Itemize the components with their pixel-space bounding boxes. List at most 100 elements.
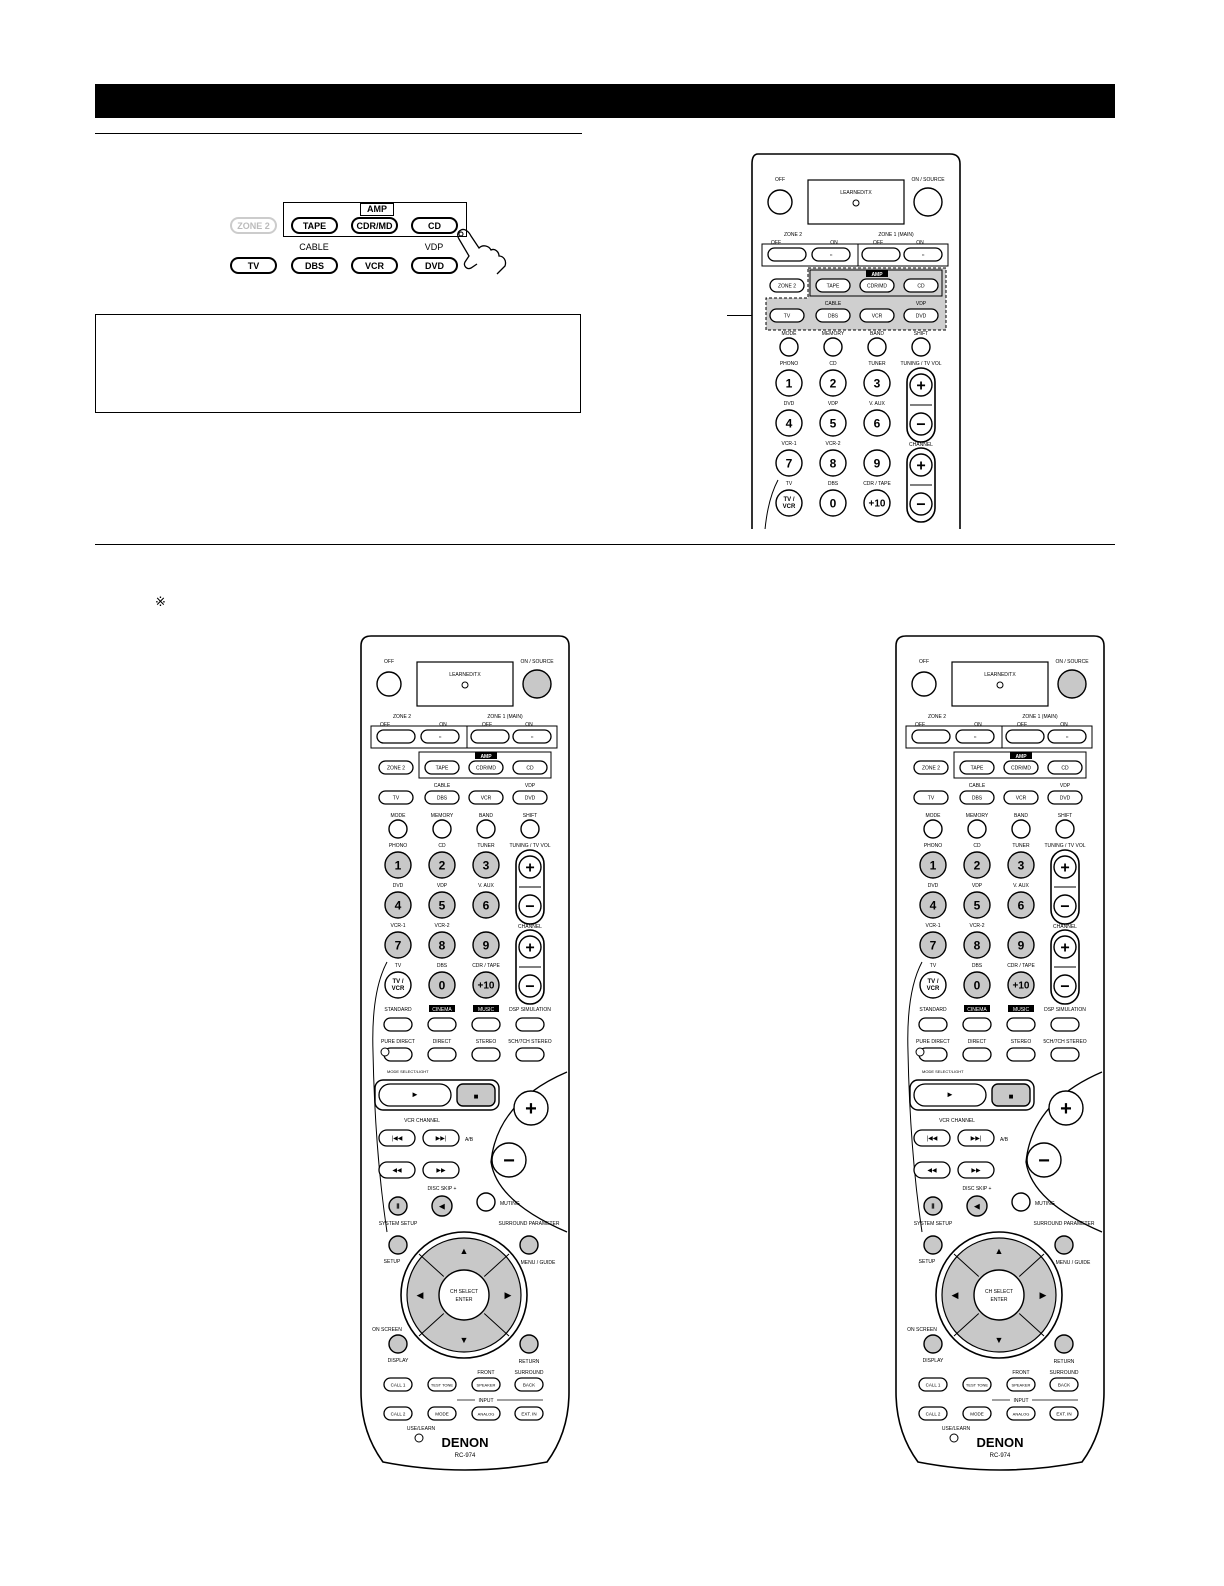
volume-down-button[interactable] (1026, 1142, 1062, 1178)
digit-6-button[interactable] (863, 409, 891, 437)
tuning-plus-button[interactable] (909, 373, 933, 397)
speaker-button[interactable] (1006, 1377, 1036, 1392)
mode-row-button-1[interactable] (967, 819, 987, 839)
cdrmd-select-button[interactable] (1003, 760, 1039, 775)
call1-button[interactable] (383, 1377, 413, 1392)
digit-2-button[interactable] (963, 851, 991, 879)
stop-button[interactable] (456, 1083, 496, 1107)
zone1-off-button[interactable] (861, 247, 901, 262)
on-screen-button[interactable] (923, 1334, 943, 1354)
tape-select-button[interactable] (424, 760, 460, 775)
digit-5-button[interactable] (428, 891, 456, 919)
surround-mode-button-0[interactable] (383, 1017, 413, 1032)
digit-6-button[interactable] (1007, 891, 1035, 919)
digit-2-button[interactable] (819, 369, 847, 397)
digit-1-button[interactable] (919, 851, 947, 879)
dvd-button[interactable]: DVD (411, 257, 458, 274)
play-button[interactable] (913, 1083, 987, 1107)
dbs-select-button[interactable] (424, 790, 460, 805)
zone2-on-button[interactable] (811, 247, 851, 262)
call2-button[interactable] (918, 1406, 948, 1421)
mode-row-button-2[interactable] (476, 819, 496, 839)
muting-button[interactable] (476, 1192, 496, 1212)
stop-button[interactable] (991, 1083, 1031, 1107)
cd-select-button[interactable] (1047, 760, 1083, 775)
next-track-button[interactable] (957, 1129, 995, 1147)
analog-button[interactable] (471, 1406, 501, 1421)
digit-3-button[interactable] (863, 369, 891, 397)
surround-mode2-button-1[interactable] (427, 1047, 457, 1062)
zone2-off-button[interactable] (767, 247, 807, 262)
on-source-button[interactable] (522, 669, 552, 699)
surround-mode2-button-2[interactable] (471, 1047, 501, 1062)
analog-button[interactable] (1006, 1406, 1036, 1421)
call2-button[interactable] (383, 1406, 413, 1421)
surround-mode-button-2[interactable] (1006, 1017, 1036, 1032)
mode-row-button-3[interactable] (520, 819, 540, 839)
digit-2-button[interactable] (428, 851, 456, 879)
tape-select-button[interactable] (815, 278, 851, 293)
digit-1-button[interactable] (384, 851, 412, 879)
mode-row-button-3[interactable] (1055, 819, 1075, 839)
zone1-on-button[interactable] (1047, 729, 1087, 744)
ext-in-button[interactable] (1049, 1406, 1079, 1421)
tvvcr-button[interactable] (919, 971, 947, 999)
mode-bottom-button[interactable] (427, 1406, 457, 1421)
vcr-button[interactable]: VCR (351, 257, 398, 274)
digit-9-button[interactable] (472, 931, 500, 959)
mode-row-button-0[interactable] (779, 337, 799, 357)
surround-param-button[interactable] (1054, 1235, 1074, 1255)
zero-button[interactable] (963, 971, 991, 999)
cd-select-button[interactable] (512, 760, 548, 775)
surround-mode-button-2[interactable] (471, 1017, 501, 1032)
tuning-minus-button[interactable] (1053, 894, 1077, 918)
pause-button[interactable] (923, 1196, 943, 1216)
forward-button[interactable] (422, 1161, 460, 1179)
plus10-button[interactable] (472, 971, 500, 999)
digit-4-button[interactable] (919, 891, 947, 919)
surround-mode-button-3[interactable] (1050, 1017, 1080, 1032)
vcr-select-button[interactable] (1003, 790, 1039, 805)
zone2-off-button[interactable] (911, 729, 951, 744)
prev-track-button[interactable] (913, 1129, 951, 1147)
zone2-select-button[interactable] (913, 760, 949, 775)
volume-down-button[interactable] (491, 1142, 527, 1178)
zone2-off-button[interactable] (376, 729, 416, 744)
back-button[interactable] (1049, 1377, 1079, 1392)
channel-plus-button[interactable] (909, 453, 933, 477)
plus10-button[interactable] (863, 489, 891, 517)
off-button[interactable] (767, 189, 793, 215)
zero-button[interactable] (428, 971, 456, 999)
tv-select-button[interactable] (378, 790, 414, 805)
muting-button[interactable] (1011, 1192, 1031, 1212)
zone2-on-button[interactable] (420, 729, 460, 744)
cd-select-button[interactable] (903, 278, 939, 293)
disc-skip-button[interactable] (966, 1195, 988, 1217)
digit-8-button[interactable] (819, 449, 847, 477)
mode-row-button-1[interactable] (432, 819, 452, 839)
surround-mode2-button-3[interactable] (515, 1047, 545, 1062)
surround-mode-button-1[interactable] (427, 1017, 457, 1032)
dbs-select-button[interactable] (959, 790, 995, 805)
mode-row-button-3[interactable] (911, 337, 931, 357)
pause-button[interactable] (388, 1196, 408, 1216)
dvd-select-button[interactable] (512, 790, 548, 805)
return-button[interactable] (519, 1334, 539, 1354)
return-button[interactable] (1054, 1334, 1074, 1354)
surround-mode2-button-3[interactable] (1050, 1047, 1080, 1062)
on-source-button[interactable] (1057, 669, 1087, 699)
digit-4-button[interactable] (775, 409, 803, 437)
speaker-button[interactable] (471, 1377, 501, 1392)
digit-7-button[interactable] (775, 449, 803, 477)
tape-button[interactable]: TAPE (291, 217, 338, 234)
digit-4-button[interactable] (384, 891, 412, 919)
digit-9-button[interactable] (1007, 931, 1035, 959)
vcr-select-button[interactable] (859, 308, 895, 323)
disc-skip-button[interactable] (431, 1195, 453, 1217)
tuning-minus-button[interactable] (909, 412, 933, 436)
digit-9-button[interactable] (863, 449, 891, 477)
dbs-button[interactable]: DBS (291, 257, 338, 274)
zone1-on-button[interactable] (903, 247, 943, 262)
digit-6-button[interactable] (472, 891, 500, 919)
channel-plus-button[interactable] (1053, 935, 1077, 959)
